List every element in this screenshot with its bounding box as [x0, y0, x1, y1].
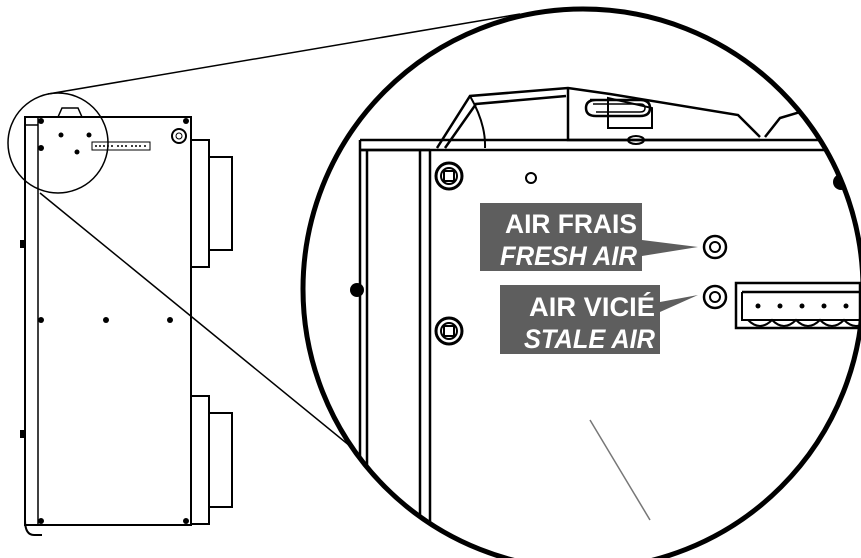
stale-air-label-fr: AIR VICIÉ — [529, 291, 655, 322]
unit-screws — [20, 118, 189, 524]
fresh-air-label: AIR FRAIS FRESH AIR — [480, 203, 698, 271]
upper-screw — [434, 161, 464, 191]
fresh-air-label-en: FRESH AIR — [500, 241, 637, 271]
magnified-detail: AIR FRAIS FRESH AIR AIR VICIÉ STALE AIR — [300, 6, 861, 558]
stale-air-port — [702, 284, 728, 310]
top-right-fitting — [171, 128, 187, 144]
zoom-connector-top — [47, 13, 521, 95]
detail-source-circle — [7, 92, 109, 194]
upper-duct-collar — [190, 139, 233, 268]
lower-screw — [434, 316, 464, 346]
terminal-strip-dots — [95, 145, 146, 147]
detail-magnified-circle — [300, 6, 861, 558]
fresh-air-port — [702, 234, 728, 260]
top-handle — [57, 107, 83, 118]
unit-overview — [24, 107, 233, 536]
terminal-block-screws — [755, 303, 849, 309]
stale-air-label-en: STALE AIR — [524, 324, 655, 354]
stale-air-label: AIR VICIÉ STALE AIR — [500, 285, 698, 354]
small-hole — [525, 172, 537, 184]
terminal-strip — [91, 141, 151, 151]
fresh-air-label-fr: AIR FRAIS — [505, 209, 637, 239]
left-edge-screw — [350, 283, 364, 297]
lower-duct-collar — [190, 395, 233, 525]
